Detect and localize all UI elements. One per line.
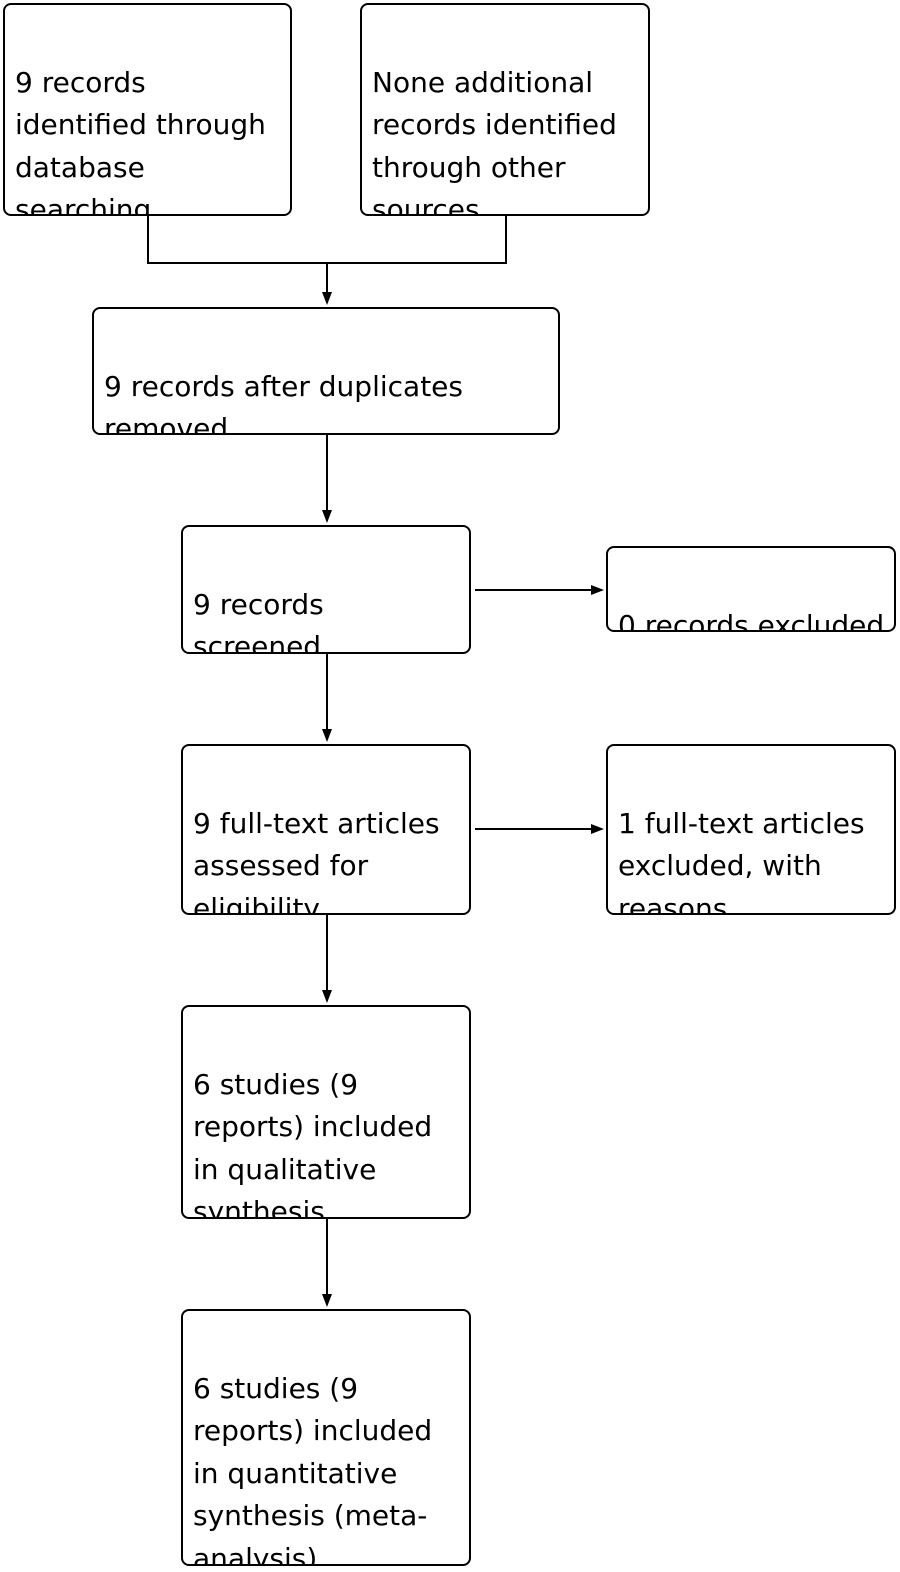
arrowhead [322, 292, 332, 305]
excluded-box: 0 records excluded [606, 546, 896, 632]
identified-other-text: None additional records identified throu… [372, 65, 617, 216]
quantitative-synthesis-box: 6 studies (9 reports) included in quanti… [181, 1309, 471, 1566]
arrowhead [322, 729, 332, 742]
arrowhead [591, 585, 604, 595]
arrowhead [591, 824, 604, 834]
fulltext-excluded-text: 1 full-text articles excluded, with reas… [618, 806, 865, 915]
arrowhead [322, 1294, 332, 1307]
qualitative-synthesis-box: 6 studies (9 reports) included in qualit… [181, 1005, 471, 1219]
identified-database-text: 9 records identified through database se… [15, 65, 266, 216]
identified-database-box: 9 records identified through database se… [3, 3, 292, 216]
arrowhead [322, 510, 332, 523]
arrowhead [322, 990, 332, 1003]
after-duplicates-text: 9 records after duplicates removed [104, 369, 463, 435]
screened-text: 9 records screened [193, 587, 324, 654]
fulltext-assessed-text: 9 full-text articles assessed for eligib… [193, 806, 440, 915]
excluded-text: 0 records excluded [618, 608, 885, 632]
identified-other-box: None additional records identified throu… [360, 3, 650, 216]
after-duplicates-box: 9 records after duplicates removed [92, 307, 560, 435]
qualitative-synthesis-text: 6 studies (9 reports) included in qualit… [193, 1067, 433, 1219]
quantitative-synthesis-text: 6 studies (9 reports) included in quanti… [193, 1371, 433, 1566]
screened-box: 9 records screened [181, 525, 471, 654]
fulltext-assessed-box: 9 full-text articles assessed for eligib… [181, 744, 471, 915]
fulltext-excluded-box: 1 full-text articles excluded, with reas… [606, 744, 896, 915]
